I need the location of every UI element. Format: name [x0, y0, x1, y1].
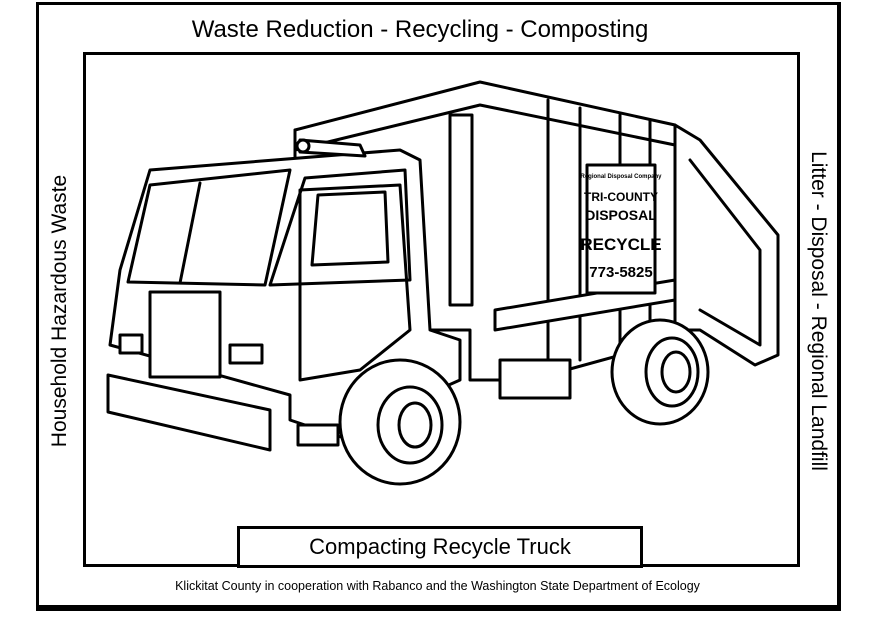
caption-box: Compacting Recycle Truck: [237, 526, 643, 568]
truck-sign-company: Regional Disposal Company: [580, 174, 662, 180]
truck-sign-panel: [585, 163, 657, 295]
windshield-divider: [178, 181, 202, 285]
truck-sign-line1: TRI-COUNTY: [584, 190, 658, 204]
caption-text: Compacting Recycle Truck: [309, 534, 571, 559]
windshield: [126, 168, 292, 287]
headlight-right: [228, 343, 264, 365]
top-label: Waste Reduction - Recycling - Composting: [191, 16, 649, 43]
body-roof-line: [293, 103, 677, 152]
truck-sign-line2: DISPOSAL: [585, 207, 657, 223]
fuel-tank: [498, 358, 572, 400]
body-door: [448, 113, 474, 307]
rear-hub-inner: [660, 350, 692, 394]
footer-credit: Klickitat County in cooperation with Rab…: [175, 579, 700, 593]
rear-hopper-panel: [688, 158, 762, 347]
cab-door: [298, 183, 412, 382]
headlight-left: [118, 333, 144, 355]
side-window: [310, 190, 390, 267]
cab-step: [296, 423, 340, 447]
front-hub-inner: [397, 401, 433, 449]
grille: [148, 290, 222, 379]
truck-sign-line3: RECYCLE: [580, 235, 661, 254]
front-bumper: [106, 373, 272, 452]
truck-sign-phone: 773-5825: [589, 264, 652, 281]
horn-bell: [295, 138, 311, 154]
